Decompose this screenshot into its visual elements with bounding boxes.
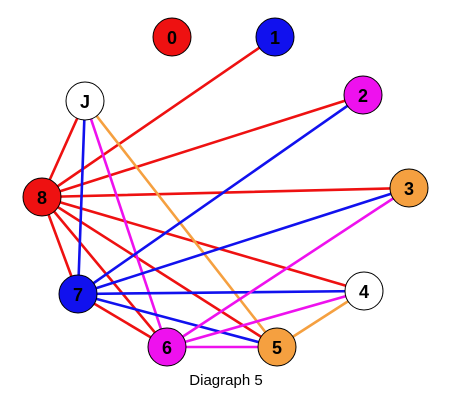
- node-circle-6: [147, 327, 187, 367]
- node-8: 8: [22, 177, 62, 217]
- node-circle-4: [344, 271, 384, 311]
- node-label-8: 8: [37, 188, 47, 208]
- node-label-6: 6: [162, 338, 172, 358]
- diagram-caption: Diagraph 5: [189, 372, 263, 389]
- node-circle-1: [255, 17, 295, 57]
- node-0: 0: [152, 17, 192, 57]
- node-3: 3: [389, 168, 429, 208]
- edge-8-4: [40, 195, 366, 293]
- node-circle-7: [58, 274, 98, 314]
- node-circle-5: [257, 327, 297, 367]
- edge-J-6: [83, 99, 169, 349]
- node-layer: 0 1 2 J 8 3 7 4 6 5: [22, 17, 429, 367]
- node-label-1: 1: [270, 28, 280, 48]
- edge-layer: [40, 35, 411, 349]
- node-label-3: 3: [404, 179, 414, 199]
- edge-8-2: [40, 93, 365, 199]
- edge-7-5: [76, 292, 279, 349]
- node-circle-0: [152, 17, 192, 57]
- edge-6-3: [165, 186, 411, 349]
- edge-6-4: [165, 289, 366, 349]
- node-label-J: J: [80, 92, 90, 112]
- node-2: 2: [343, 75, 383, 115]
- node-circle-3: [389, 168, 429, 208]
- node-circle-J: [65, 81, 105, 121]
- node-label-2: 2: [358, 86, 368, 106]
- edge-8-6: [40, 195, 169, 349]
- edge-7-4: [76, 289, 366, 296]
- node-5: 5: [257, 327, 297, 367]
- edge-8-1: [40, 35, 277, 199]
- edge-7-3: [76, 186, 411, 296]
- node-6: 6: [147, 327, 187, 367]
- node-7: 7: [58, 274, 98, 314]
- node-4: 4: [344, 271, 384, 311]
- node-1: 1: [255, 17, 295, 57]
- node-label-5: 5: [272, 338, 282, 358]
- edge-J-7: [76, 99, 87, 296]
- node-label-0: 0: [167, 28, 177, 48]
- edge-J-5: [83, 99, 279, 349]
- node-label-7: 7: [73, 285, 83, 305]
- node-circle-8: [22, 177, 62, 217]
- node-label-4: 4: [359, 282, 369, 302]
- edge-7-2: [76, 93, 365, 296]
- node-J: J: [65, 81, 105, 121]
- node-circle-2: [343, 75, 383, 115]
